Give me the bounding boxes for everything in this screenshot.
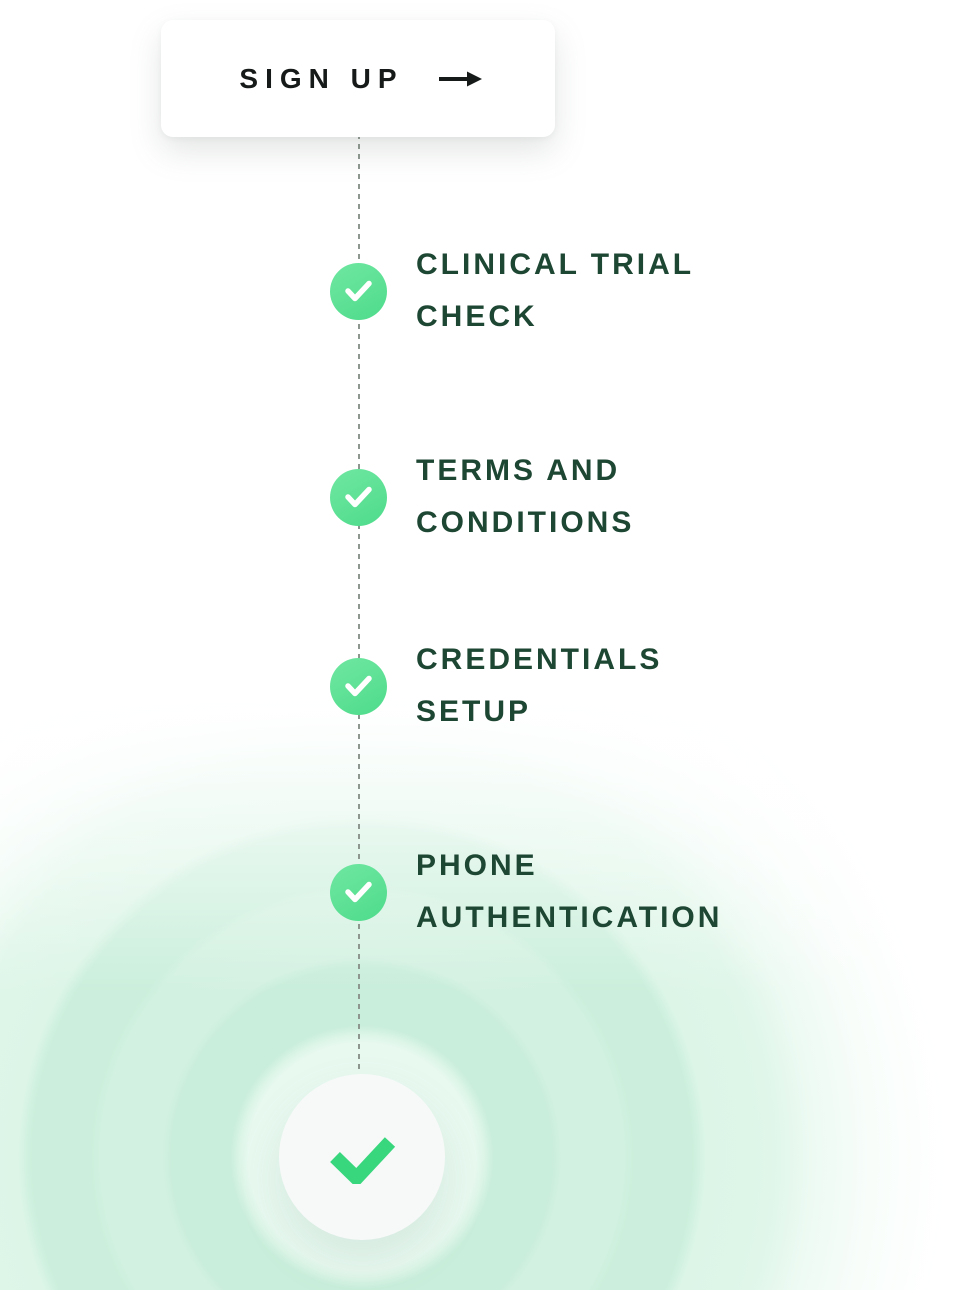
step-complete-badge xyxy=(330,657,387,715)
step-row-phone-authentication: PHONE AUTHENTICATION xyxy=(330,840,778,944)
step-label: CLINICAL TRIAL CHECK xyxy=(416,248,694,333)
step-row-clinical-trial-check: CLINICAL TRIAL CHECK xyxy=(330,239,778,343)
step-complete-badge xyxy=(330,863,387,921)
check-icon xyxy=(345,881,372,903)
check-icon xyxy=(345,486,372,508)
arrow-right-icon xyxy=(438,71,482,86)
signup-button[interactable]: SIGN UP xyxy=(161,20,555,137)
check-icon xyxy=(330,1137,396,1184)
connector-dashed-line xyxy=(358,134,360,1072)
step-label: TERMS AND CONDITIONS xyxy=(416,454,635,539)
step-label: CREDENTIALS SETUP xyxy=(416,643,663,728)
step-complete-badge xyxy=(330,468,387,526)
check-icon xyxy=(345,280,372,302)
step-row-terms-and-conditions: TERMS AND CONDITIONS xyxy=(330,445,778,549)
step-complete-badge xyxy=(330,262,387,320)
check-icon xyxy=(345,675,372,697)
signup-label: SIGN UP xyxy=(239,62,404,94)
final-success-circle xyxy=(279,1074,445,1240)
step-row-credentials-setup: CREDENTIALS SETUP xyxy=(330,634,778,738)
step-label: PHONE AUTHENTICATION xyxy=(416,849,723,934)
